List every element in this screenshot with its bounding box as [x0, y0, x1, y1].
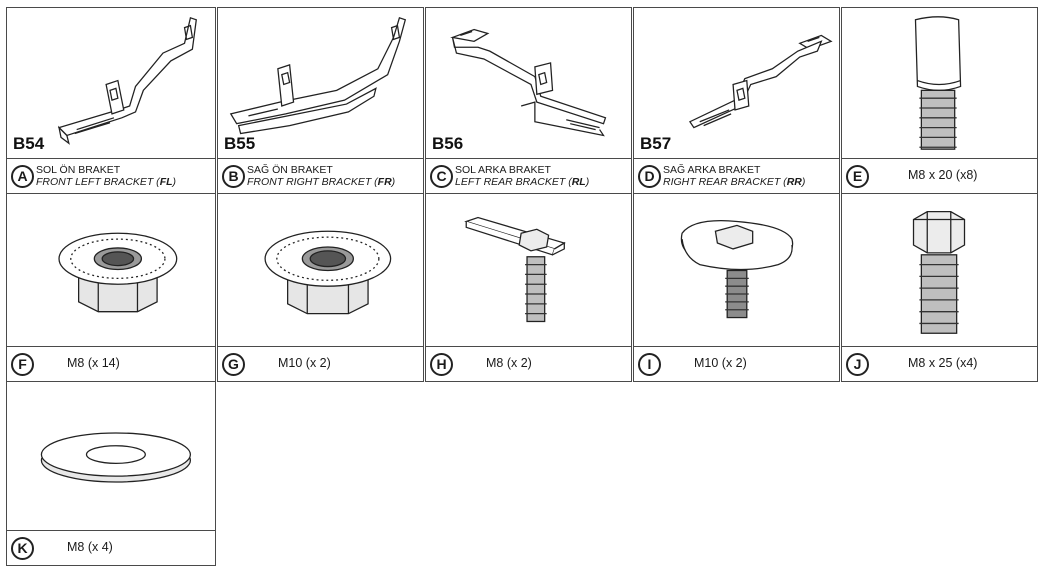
part-name-en: RIGHT REAR BRACKET (RR): [663, 176, 806, 188]
flange-nut-illustration: [7, 194, 215, 347]
part-label: B SAĞ ÖN BRAKET FRONT RIGHT BRACKET (FR): [218, 159, 423, 193]
part-code: B55: [224, 134, 256, 153]
part-spec: M10 (x 2): [694, 356, 747, 370]
part-cell-i: I M10 (x 2): [633, 193, 840, 382]
part-name-tr: SAĞ ÖN BRAKET: [247, 164, 333, 176]
part-letter: A: [11, 165, 34, 188]
part-label: I M10 (x 2): [634, 347, 839, 381]
part-letter: B: [222, 165, 245, 188]
part-name-en: LEFT REAR BRACKET (RL): [455, 176, 590, 188]
part-cell-j: J M8 x 25 (x4): [841, 193, 1038, 382]
part-cell-d: B57 D SAĞ ARKA BRAKET RIGHT REAR BRACKET…: [633, 7, 840, 194]
hex-bolt-illustration: [842, 194, 1037, 347]
part-name-en: FRONT RIGHT BRACKET (FR): [247, 176, 396, 188]
part-letter: C: [430, 165, 453, 188]
part-cell-g: G M10 (x 2): [217, 193, 424, 382]
part-code: B57: [640, 134, 672, 153]
bracket-b55-illustration: B55: [218, 8, 423, 159]
part-letter: J: [846, 353, 869, 376]
bracket-b57-illustration: B57: [634, 8, 839, 159]
washer-illustration: [7, 382, 215, 531]
flange-nut-illustration: [218, 194, 423, 347]
part-cell-h: H M8 (x 2): [425, 193, 632, 382]
part-name-tr: SOL ÖN BRAKET: [36, 164, 121, 176]
part-cell-b: B55 B SAĞ ÖN BRAKET FRONT RIGHT BRACKET …: [217, 7, 424, 194]
part-code: B54: [13, 134, 45, 153]
part-name-tr: SOL ARKA BRAKET: [455, 164, 551, 176]
part-spec: M8 (x 14): [67, 356, 120, 370]
part-spec: M8 (x 4): [67, 540, 113, 554]
part-letter: F: [11, 353, 34, 376]
part-code: B56: [432, 134, 464, 153]
part-name-en: FRONT LEFT BRACKET (FL): [36, 176, 177, 188]
part-cell-k: K M8 (x 4): [6, 381, 216, 566]
socket-bolt-illustration: [842, 8, 1037, 159]
part-letter: K: [11, 537, 34, 560]
t-bolt-illustration: [426, 194, 631, 347]
part-spec: M10 (x 2): [278, 356, 331, 370]
bracket-b54-illustration: B54: [7, 8, 215, 159]
bracket-b56-illustration: B56: [426, 8, 631, 159]
part-letter: G: [222, 353, 245, 376]
part-letter: D: [638, 165, 661, 188]
part-letter: E: [846, 165, 869, 188]
part-spec: M8 x 25 (x4): [908, 356, 978, 370]
part-cell-a: B54 A SOL ÖN BRAKET FRONT LEFT BRACKET (…: [6, 7, 216, 194]
part-label: C SOL ARKA BRAKET LEFT REAR BRACKET (RL): [426, 159, 631, 193]
part-label: G M10 (x 2): [218, 347, 423, 381]
part-label: F M8 (x 14): [7, 347, 215, 381]
part-label: D SAĞ ARKA BRAKET RIGHT REAR BRACKET (RR…: [634, 159, 839, 193]
part-label: A SOL ÖN BRAKET FRONT LEFT BRACKET (FL): [7, 159, 215, 193]
part-label: E M8 x 20 (x8): [842, 159, 1037, 193]
part-letter: H: [430, 353, 453, 376]
part-spec: M8 x 20 (x8): [908, 168, 978, 182]
part-spec: M8 (x 2): [486, 356, 532, 370]
part-label: J M8 x 25 (x4): [842, 347, 1037, 381]
part-name-tr: SAĞ ARKA BRAKET: [663, 164, 761, 176]
part-label: H M8 (x 2): [426, 347, 631, 381]
part-letter: I: [638, 353, 661, 376]
part-label: K M8 (x 4): [7, 531, 215, 565]
part-cell-c: B56 C SOL ARKA BRAKET LEFT REAR BRACKET …: [425, 7, 632, 194]
part-cell-e: E M8 x 20 (x8): [841, 7, 1038, 194]
plate-bolt-illustration: [634, 194, 839, 347]
part-cell-f: F M8 (x 14): [6, 193, 216, 382]
